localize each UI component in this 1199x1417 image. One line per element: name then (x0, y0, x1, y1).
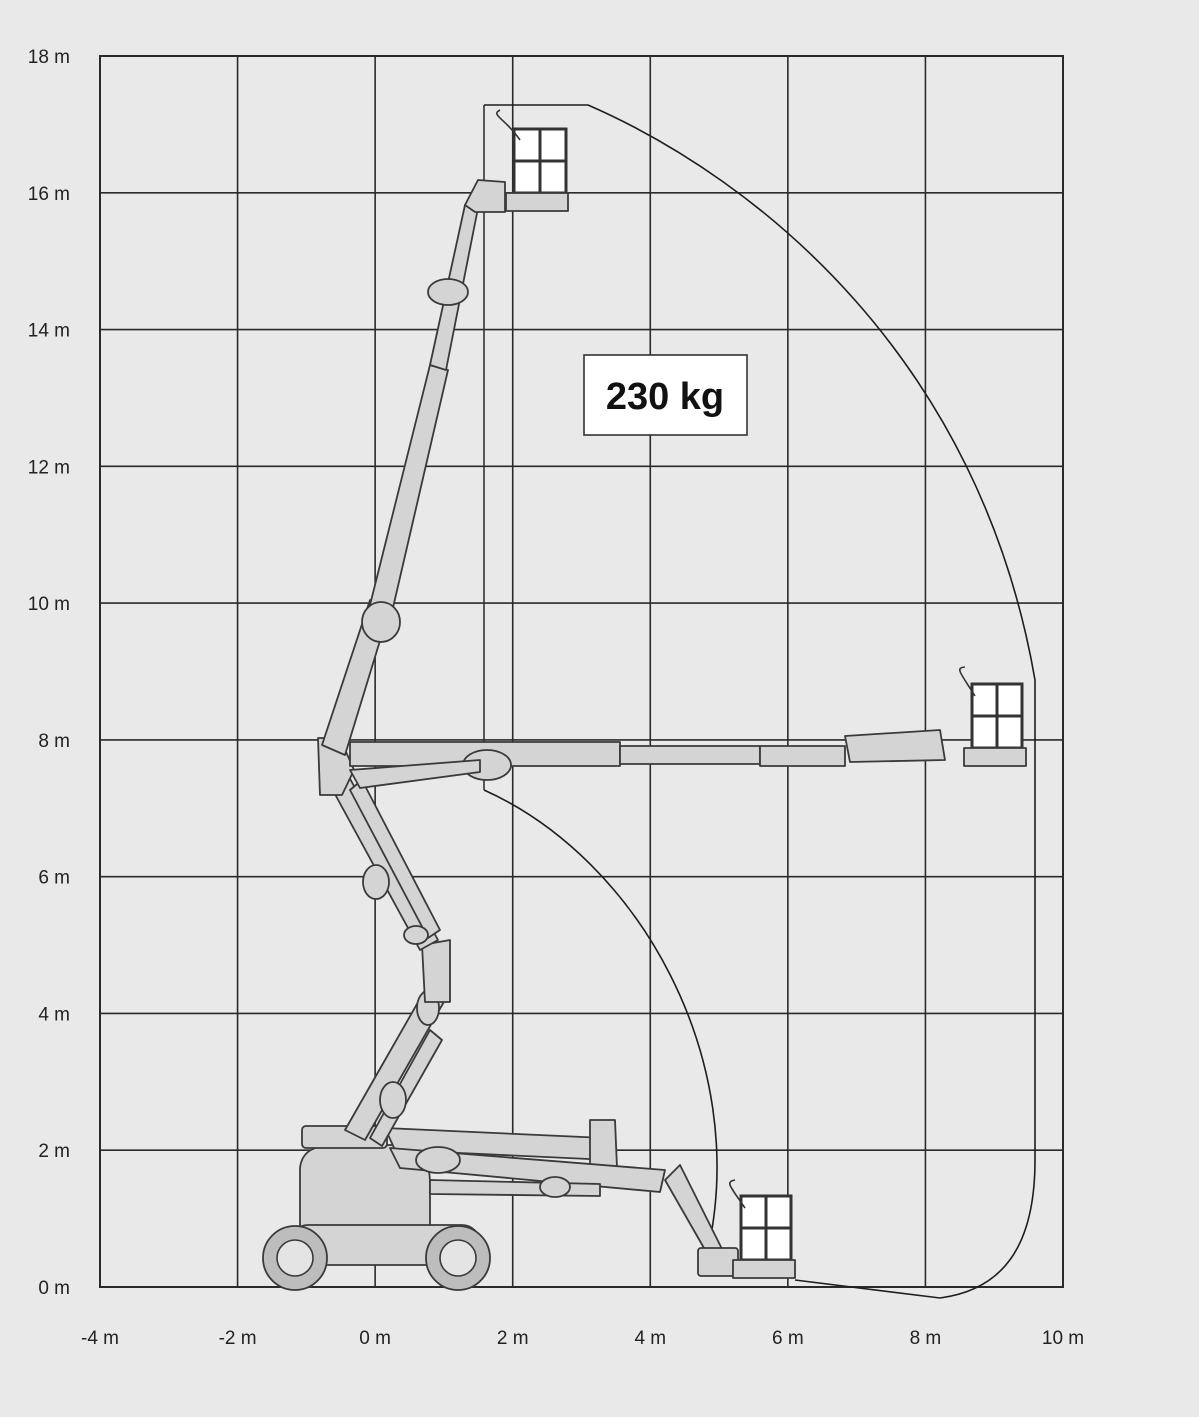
mid-link (421, 939, 451, 1003)
y-tick-label: 16 m (28, 184, 70, 205)
x-tick-label: 4 m (634, 1328, 666, 1349)
lower-riser-joint (379, 1081, 407, 1119)
side-platform (959, 666, 1027, 767)
x-tick-label: 2 m (497, 1328, 529, 1349)
horizontal-boom-strut (349, 759, 481, 789)
vertical-boom-joint-2 (427, 278, 469, 306)
grid (99, 55, 1064, 1288)
y-tick-label: 4 m (38, 1004, 70, 1025)
lift-machine (262, 179, 946, 1291)
capacity-label: 230 kg (583, 354, 748, 436)
front-wheel-hub (439, 1239, 477, 1277)
horizontal-boom-stage-2 (619, 745, 761, 765)
x-axis-ticks: -4 m -2 m 0 m 2 m 4 m 6 m 8 m 10 m (81, 1328, 1084, 1349)
horizontal-jib (844, 729, 946, 763)
vertical-boom-joint (361, 601, 401, 643)
y-tick-label: 18 m (28, 47, 70, 68)
stowed-boom-counterweight (589, 1119, 618, 1169)
y-tick-label: 10 m (28, 594, 70, 615)
x-tick-label: 6 m (772, 1328, 804, 1349)
upper-riser-2 (349, 779, 441, 939)
x-tick-label: -4 m (81, 1328, 119, 1349)
y-tick-label: 14 m (28, 321, 70, 342)
y-axis-ticks: 0 m 2 m 4 m 6 m 8 m 10 m 12 m 14 m 16 m 18 m (28, 47, 70, 1299)
y-tick-label: 0 m (38, 1278, 70, 1299)
stowed-joint-2 (539, 1176, 571, 1198)
working-envelope-outer (484, 104, 1036, 1299)
top-platform (495, 109, 569, 212)
plot-frame (99, 55, 1064, 1288)
low-jib-head (697, 1247, 739, 1277)
low-platform (729, 1179, 796, 1279)
x-tick-label: 0 m (359, 1328, 391, 1349)
y-tick-label: 2 m (38, 1141, 70, 1162)
capacity-label-box (583, 354, 748, 436)
rear-wheel-hub (276, 1239, 314, 1277)
working-envelope-inner (483, 789, 718, 1251)
x-tick-label: 10 m (1042, 1328, 1084, 1349)
upper-riser-joint-2 (403, 925, 429, 945)
y-tick-label: 6 m (38, 868, 70, 889)
x-tick-label: 8 m (910, 1328, 942, 1349)
upper-riser-joint (362, 864, 390, 900)
x-tick-label: -2 m (219, 1328, 257, 1349)
top-jib (464, 179, 506, 213)
capacity-label-text: 230 kg (606, 376, 724, 418)
y-tick-label: 12 m (28, 457, 70, 478)
y-tick-label: 8 m (38, 731, 70, 752)
stowed-joint (415, 1146, 461, 1174)
vertical-boom-mid (369, 364, 449, 613)
horizontal-boom-stage-3 (759, 745, 846, 767)
